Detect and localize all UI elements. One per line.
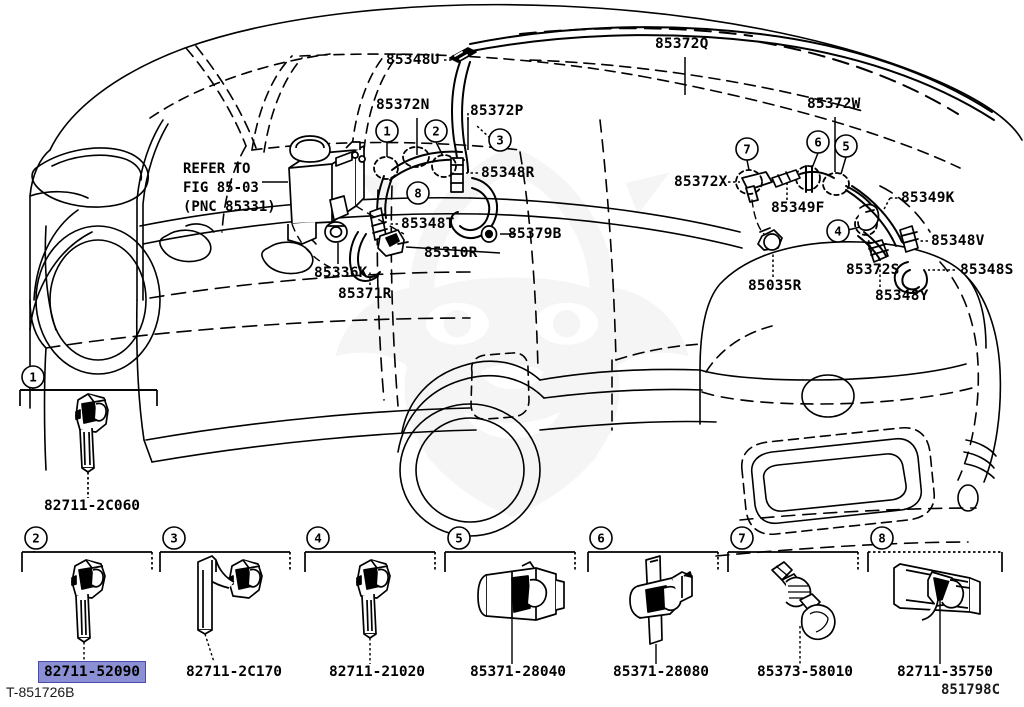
callout-85348Y: 85348Y (875, 288, 929, 304)
svg-text:4: 4 (314, 531, 322, 546)
callout-85348U: 85348U (386, 52, 440, 68)
callout-85372Q: 85372Q (655, 36, 709, 52)
callout-85349F: 85349F (771, 200, 825, 216)
svg-text:8: 8 (414, 186, 422, 201)
svg-text:2: 2 (432, 124, 440, 139)
part-8-number: 82711-35750 (897, 664, 994, 680)
svg-text:6: 6 (597, 531, 605, 546)
svg-text:6: 6 (814, 135, 822, 150)
part-4-number: 82711-21020 (329, 664, 426, 680)
callout-85035R: 85035R (748, 278, 802, 294)
svg-text:3: 3 (170, 531, 178, 546)
callout-85310R: 85310R (424, 245, 478, 261)
part-3-number: 82711-2C170 (186, 664, 283, 680)
part-5-number: 85371-28040 (470, 664, 567, 680)
drawing-code-right: 851798C (941, 682, 1001, 698)
callout-85348R: 85348R (481, 165, 535, 181)
callout-85379B: 85379B (508, 226, 562, 242)
callout-85372N: 85372N (376, 97, 430, 113)
svg-text:1: 1 (29, 370, 37, 385)
svg-text:2: 2 (32, 531, 40, 546)
callout-85372W: 85372W (807, 96, 861, 112)
svg-text:5: 5 (842, 139, 850, 154)
part-7-number: 85373-58010 (757, 664, 854, 680)
part-2-number[interactable]: 82711-52090 (38, 661, 147, 683)
callout-85372P: 85372P (470, 103, 524, 119)
callout-85372X: 85372X (674, 174, 728, 190)
svg-text:1: 1 (383, 124, 391, 139)
callout-85349K: 85349K (901, 190, 955, 206)
svg-text:3: 3 (496, 133, 504, 148)
callout-85348S: 85348S (960, 262, 1014, 278)
callout-85336K: 85336K (314, 265, 368, 281)
svg-text:8: 8 (878, 531, 886, 546)
svg-text:4: 4 (834, 224, 842, 239)
refer-to-note: REFER TO FIG 85-03 (PNC 85331) (183, 161, 276, 215)
svg-text:7: 7 (743, 142, 751, 157)
part-6-number: 85371-28080 (613, 664, 710, 680)
callout-85372S: 85372S (846, 262, 900, 278)
callout-85348T: 85348T (401, 216, 455, 232)
svg-text:7: 7 (738, 531, 746, 546)
svg-text:5: 5 (455, 531, 463, 546)
callout-85371R: 85371R (338, 286, 392, 302)
callout-85348V: 85348V (931, 233, 985, 249)
part-1-number: 82711-2C060 (44, 498, 141, 514)
drawing-code-left: T-851726B (6, 684, 75, 700)
